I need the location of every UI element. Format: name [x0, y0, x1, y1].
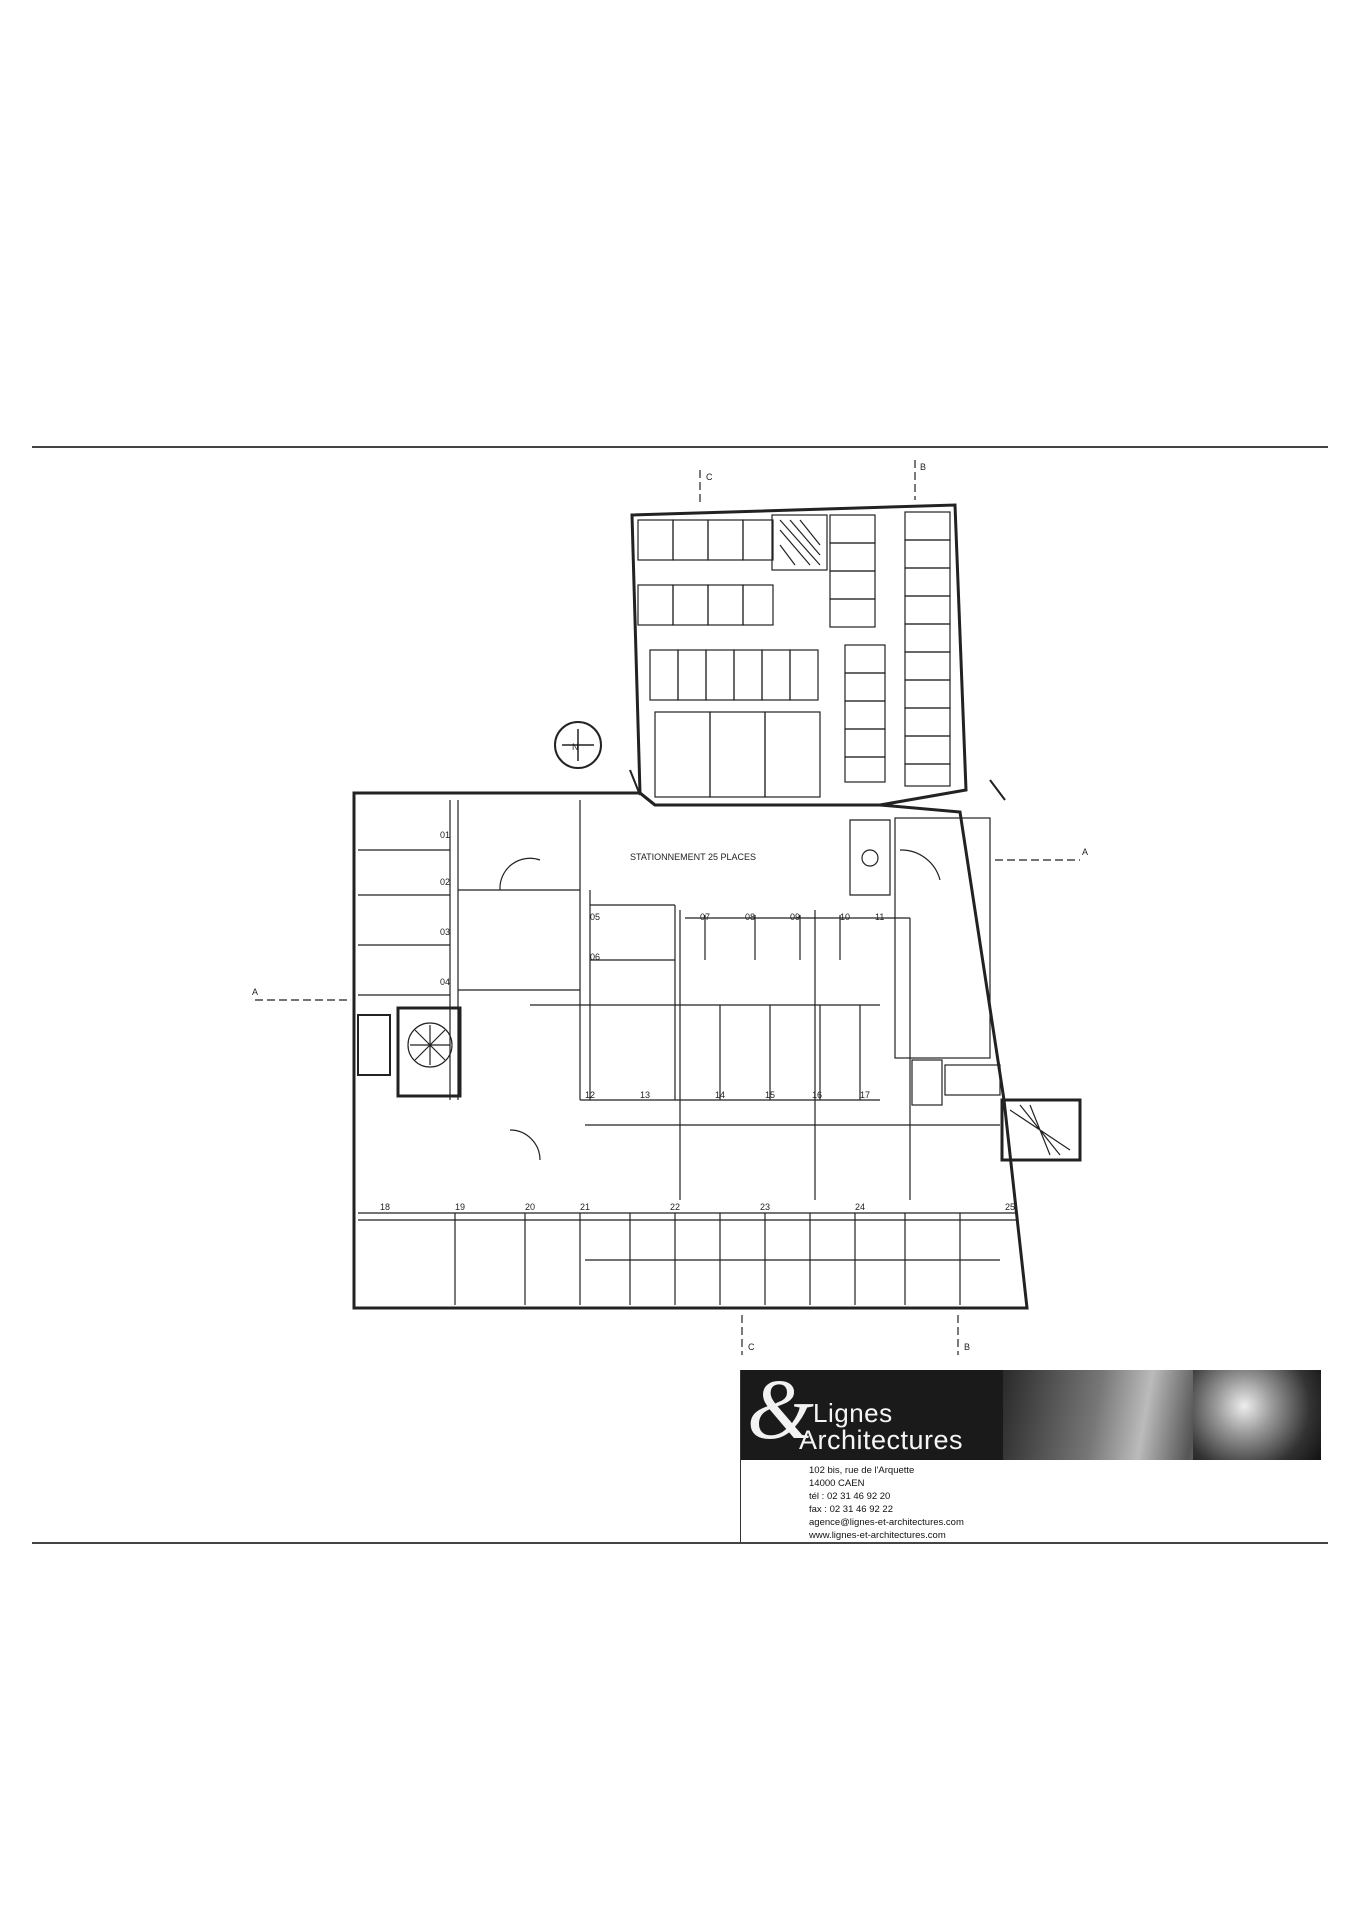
bay-number: 21 [580, 1202, 590, 1212]
bottom-rule [32, 1542, 1328, 1544]
bay-number: 16 [812, 1090, 822, 1100]
email: agence@lignes-et-architectures.com [809, 1517, 964, 1528]
section-mark-b-top: B [920, 462, 926, 472]
contact-info: 102 bis, rue de l'Arquette 14000 CAEN té… [809, 1464, 964, 1542]
section-mark-c-top: C [706, 472, 713, 482]
bay-number: 07 [700, 912, 710, 922]
logo-band: & Lignes Architectures [741, 1370, 1321, 1460]
section-mark-a-left: A [252, 987, 258, 997]
bay-number: 03 [440, 927, 450, 937]
logo-photo-detail [1193, 1370, 1321, 1460]
bay-number: 01 [440, 830, 450, 840]
bay-number-labels: 01 02 03 04 05 06 07 08 09 10 11 12 13 14 15 16 17 18 19 20… [380, 830, 1015, 1212]
fax: fax : 02 31 46 92 22 [809, 1504, 893, 1515]
bay-number: 19 [455, 1202, 465, 1212]
brand-line-1: Lignes [813, 1398, 893, 1428]
city: 14000 CAEN [809, 1478, 865, 1489]
bay-number: 12 [585, 1090, 595, 1100]
bay-number: 02 [440, 877, 450, 887]
bay-number: 15 [765, 1090, 775, 1100]
north-symbol: N [572, 742, 579, 752]
bay-number: 10 [840, 912, 850, 922]
bay-number: 09 [790, 912, 800, 922]
bay-number: 06 [590, 952, 600, 962]
bay-number: 11 [875, 912, 884, 922]
bay-number: 25 [1005, 1202, 1015, 1212]
cellar-block [630, 503, 968, 807]
section-mark-a-right: A [1082, 847, 1088, 857]
address: 102 bis, rue de l'Arquette [809, 1465, 915, 1476]
north-arrow-icon [554, 721, 602, 769]
bay-number: 20 [525, 1202, 535, 1212]
title-block: & Lignes Architectures 102 bis, rue de l… [740, 1370, 1321, 1542]
bay-number: 08 [745, 912, 755, 922]
bay-number: 13 [640, 1090, 650, 1100]
brand-line-2: Architectures [799, 1425, 964, 1455]
telephone: tél : 02 31 46 92 20 [809, 1491, 891, 1502]
top-rule [32, 446, 1328, 448]
bay-number: 18 [380, 1202, 390, 1212]
bay-number: 14 [715, 1090, 725, 1100]
bay-number: 04 [440, 977, 450, 987]
section-mark-c-bottom: C [748, 1342, 755, 1352]
bay-number: 23 [760, 1202, 770, 1212]
bay-number: 24 [855, 1202, 865, 1212]
parking-label: STATIONNEMENT 25 PLACES [630, 852, 756, 862]
section-mark-b-bottom: B [964, 1342, 970, 1352]
bay-number: 17 [860, 1090, 870, 1100]
bay-number: 22 [670, 1202, 680, 1212]
website: www.lignes-et-architectures.com [809, 1530, 946, 1541]
logo-ampersand: & [747, 1370, 814, 1457]
bay-number: 05 [590, 912, 600, 922]
